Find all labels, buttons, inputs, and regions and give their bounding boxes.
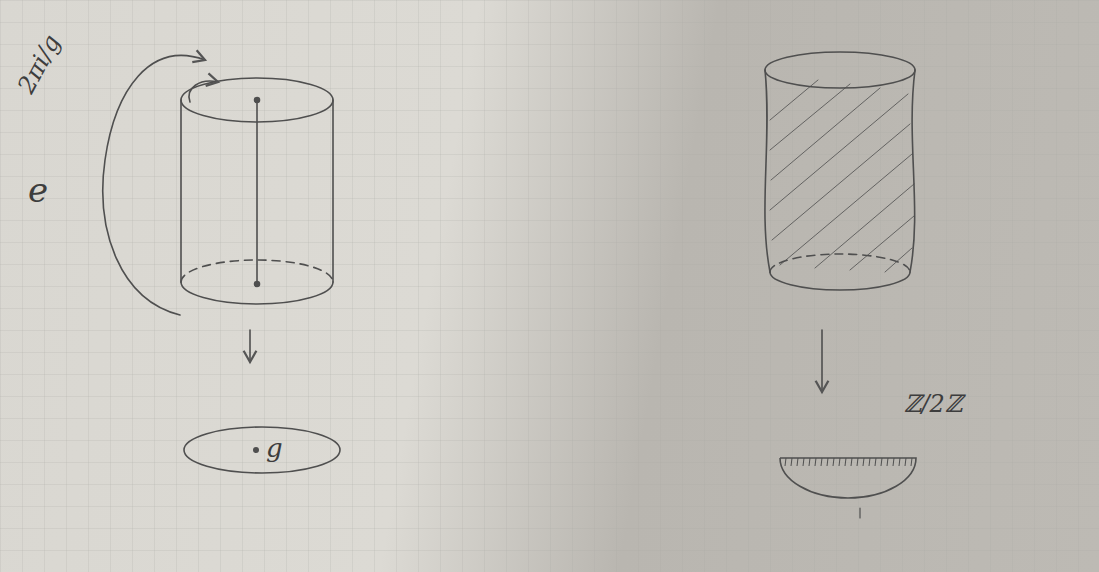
hatching <box>770 80 914 272</box>
cylinder-side <box>910 70 915 272</box>
projection-arrow <box>821 330 823 392</box>
base-half-disk: ℤ/2ℤ <box>778 440 918 502</box>
cylinder-top <box>765 52 915 88</box>
axis-dot <box>255 98 260 103</box>
cylinder-side <box>765 70 770 272</box>
node-label: g <box>266 433 283 463</box>
base-ellipse: g <box>182 425 342 475</box>
rotation-arrow <box>189 81 218 102</box>
annotation-label: e <box>28 170 48 210</box>
node-label: ℤ/2ℤ <box>904 390 962 418</box>
node-outline <box>182 425 342 475</box>
cylinder-side <box>180 100 182 282</box>
tick-mark <box>859 508 860 518</box>
cylinder-bottom-hidden <box>770 254 910 272</box>
projection-arrow <box>249 330 251 362</box>
axis-line <box>256 100 258 284</box>
cylinder-side <box>332 100 334 282</box>
cylinder-bottom <box>770 272 910 290</box>
node-outline <box>778 440 918 502</box>
cylinder-bottom <box>181 282 333 304</box>
axis-dot <box>255 282 260 287</box>
